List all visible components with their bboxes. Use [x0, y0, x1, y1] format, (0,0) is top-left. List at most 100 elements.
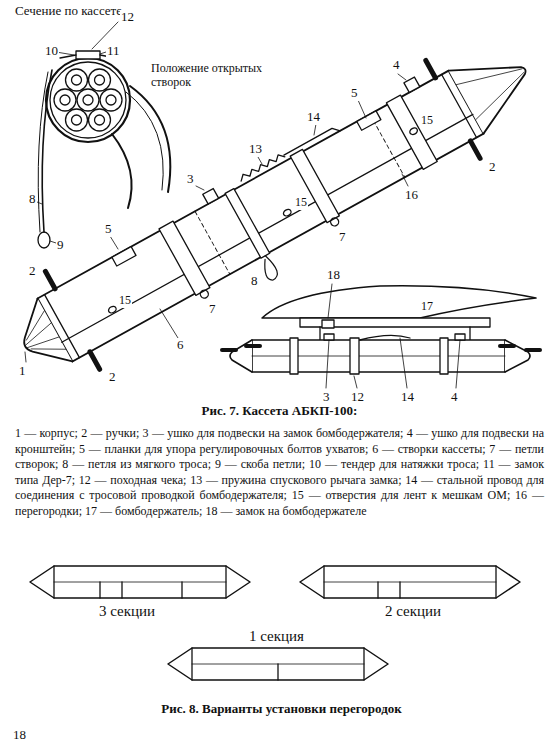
- label-text: 2 секции: [384, 603, 442, 620]
- cassette-on-holder: [222, 334, 540, 374]
- cassette-body: [199, 289, 210, 300]
- cassette-body: [258, 254, 281, 282]
- cassette-on-holder: [500, 344, 514, 348]
- cassette-body: [329, 216, 340, 227]
- cassette-body: [357, 111, 381, 130]
- cassette-body: [195, 211, 230, 274]
- partition-variant: [30, 566, 250, 598]
- callout-number: 15: [118, 294, 132, 308]
- callout-number: 14: [306, 110, 321, 125]
- cassette-section: [76, 51, 100, 59]
- soft-cable-loop: [38, 232, 50, 248]
- callout-number: 9: [56, 238, 65, 253]
- callout-number: 4: [392, 58, 401, 73]
- partition-variant: [30, 566, 250, 598]
- cassette-on-holder: [246, 344, 260, 348]
- cassette-body: [456, 53, 532, 119]
- label-text: Положение открытых створок: [150, 62, 270, 90]
- callout-number: 7: [208, 302, 217, 317]
- callout-number: 18: [12, 728, 27, 743]
- callout-number: 1: [18, 364, 27, 379]
- callout-number: 2: [28, 264, 37, 279]
- cassette-body: [370, 114, 405, 177]
- cassette-body: [107, 305, 117, 314]
- leader-line: [25, 352, 26, 362]
- cassette-section: [95, 115, 105, 125]
- callout-number: 11: [106, 44, 121, 59]
- leader-line: [402, 174, 408, 186]
- open-flaps: [112, 134, 132, 208]
- leader-line: [326, 340, 329, 388]
- callout-number: 5: [350, 86, 359, 101]
- wing-and-bomb-holder: [322, 320, 334, 328]
- cassette-body: [8, 299, 73, 378]
- partition-variant: [377, 582, 378, 598]
- callout-number: 6: [176, 338, 185, 353]
- cassette-section: [106, 95, 116, 105]
- cassette-body: [409, 127, 419, 136]
- callout-number: 8: [250, 274, 259, 289]
- soft-cable-loop: [38, 72, 48, 232]
- partition-variant: [121, 582, 122, 598]
- leader-line: [160, 309, 178, 338]
- cassette-on-holder: [526, 348, 540, 352]
- cassette-body: [404, 77, 420, 92]
- cassette-body: [284, 126, 340, 161]
- label-text: 1 секция: [248, 628, 305, 645]
- callout-number: 10: [44, 44, 59, 59]
- cassette-section: [89, 69, 111, 91]
- cassette-body: [470, 141, 480, 158]
- soft-cable-loop: [38, 70, 52, 248]
- cassette-body: [442, 75, 477, 138]
- cassette-section: [50, 62, 126, 138]
- cassette-section: [72, 115, 82, 125]
- cassette-body: [90, 352, 100, 369]
- wing-and-bomb-holder: [469, 327, 470, 340]
- leader-line: [400, 338, 407, 388]
- open-flaps: [112, 86, 170, 208]
- partition-variant: [54, 582, 226, 583]
- figure-caption: Рис. 8. Варианты установки перегородок: [2, 702, 557, 717]
- cassette-section: [60, 95, 70, 105]
- partition-variant: [168, 648, 388, 680]
- cassette-body: [426, 60, 436, 77]
- cassette-on-holder: [290, 338, 298, 374]
- wing-and-bomb-holder: [300, 318, 490, 327]
- partition-variant: [181, 582, 182, 598]
- cassette-section: [66, 69, 88, 91]
- callout-number: 12: [350, 390, 365, 405]
- cassette-section: [100, 89, 122, 111]
- callout-number: 2: [488, 160, 497, 175]
- cassette-body: [290, 149, 339, 222]
- cassette-body: [0, 20, 555, 400]
- callout-number: 7: [338, 230, 347, 245]
- cassette-body: [45, 295, 80, 358]
- cassette-body: [282, 208, 292, 217]
- cassette-section: [95, 75, 105, 85]
- label-text: 3 секции: [98, 603, 156, 620]
- open-flaps: [130, 86, 170, 192]
- callout-number: 18: [326, 268, 341, 283]
- cassette-section: [60, 55, 76, 58]
- leader-line: [314, 124, 316, 135]
- cassette-section: [77, 89, 99, 111]
- callout-number: 12: [120, 10, 135, 25]
- cassette-body: [225, 189, 270, 259]
- cassette-section: [46, 58, 130, 142]
- cassette-section: [54, 89, 76, 111]
- cassette-section: [72, 75, 82, 85]
- callout-number: 14: [400, 390, 415, 405]
- leader-line: [456, 340, 460, 388]
- callout-number: 15: [420, 114, 434, 128]
- cassette-on-holder: [324, 334, 334, 340]
- cassette-body: [112, 247, 136, 266]
- partition-variant: [168, 648, 388, 680]
- partition-variant: [324, 582, 496, 583]
- callout-number: 15: [294, 196, 308, 210]
- leader-line: [328, 284, 332, 318]
- cassette-body: [203, 189, 219, 204]
- cassette-body: [159, 221, 210, 295]
- leader-line: [258, 157, 262, 164]
- cassette-section: [89, 109, 111, 131]
